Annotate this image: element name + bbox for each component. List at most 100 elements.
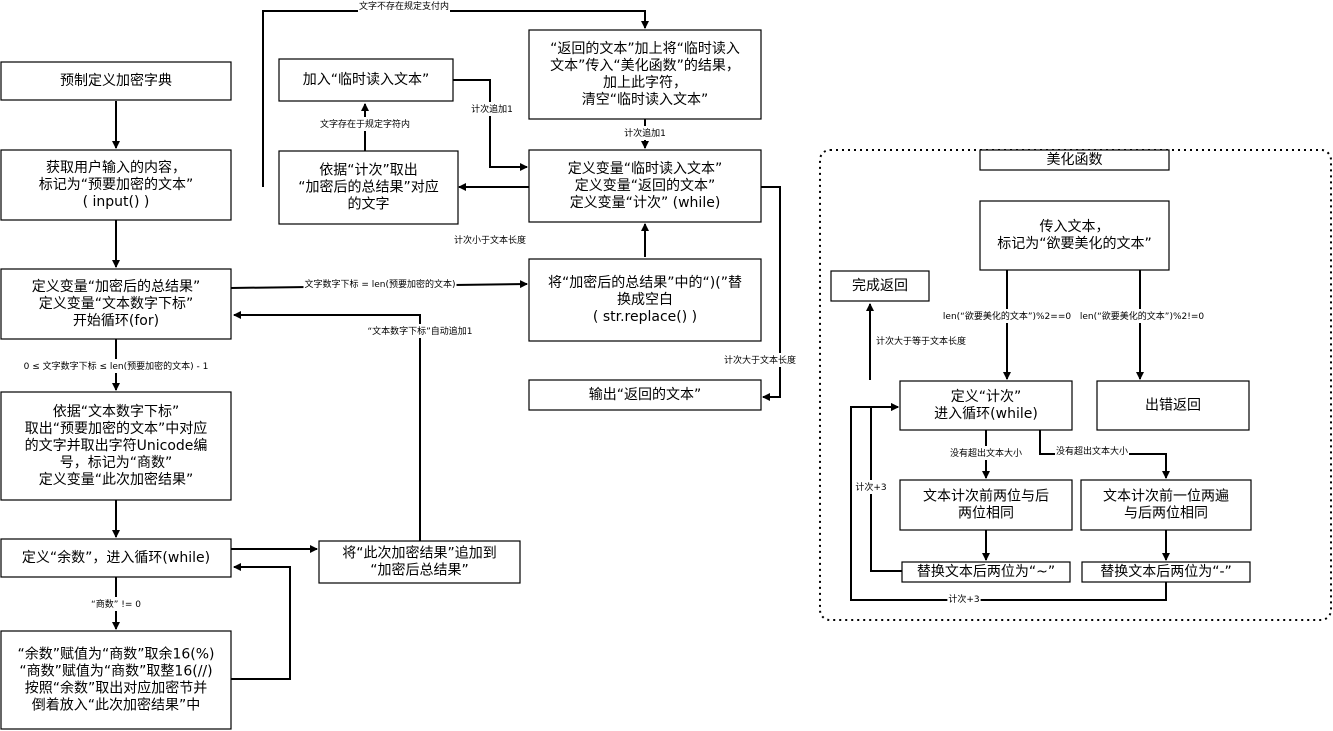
edge-label-text: 没有超出文本大小 [950,447,1022,459]
edge-label-not-exceed-a: 没有超出文本大小 [948,446,1024,460]
edge-label-background [90,597,143,611]
node-box [0,391,232,501]
edge-decode-to-output [761,186,781,401]
edge-label-text: 计次+3 [948,593,979,605]
edge-label-text: 计次追加1 [471,103,513,115]
node-text-line: ( str.replace() ) [593,309,697,325]
edge-label-text: “文本数字下标”自动追加1 [367,325,472,337]
edge-label-text: 计次大于文本长度 [724,354,796,366]
node-text-line: 定义变量“临时读入文本” [568,160,723,177]
node-box [901,561,1071,583]
edge-label-background [452,233,528,247]
edge-label-text: 计次大于等于文本长度 [876,335,966,347]
node-box [278,58,454,102]
node-text-line: 美化函数 [1047,152,1103,168]
edge-label-background [366,324,474,338]
node-text-line: 传入文本， [1040,219,1110,235]
edge-label-count-plus3-a: 计次+3 [854,480,888,494]
edge-mod-loop-back [231,563,291,680]
edge-label-text: len(“欲要美化的文本”)%2==0 [943,310,1071,322]
edge-label-count-less-len: 计次小于文本长度 [452,233,528,247]
node-box [0,538,232,578]
node-box [0,61,232,101]
edge-label-background [357,0,451,13]
edge-label-count-ge-len: 计次大于等于文本长度 [874,334,968,348]
node-text-line: “余数”赋值为“商数”取余16(%) [17,646,214,663]
edge-label-background [623,126,667,140]
node-replace-dash: 替换文本后两位为“-” [1081,561,1251,583]
edge-label-count-plus3-b: 计次+3 [947,592,981,606]
node-text-line: 标记为“预要加密的文本” [39,176,194,193]
edge-label-background [874,334,968,348]
node-box [528,149,762,223]
edge-label-text: len(“欲要美化的文本”)%2!=0 [1080,310,1205,322]
edge-label-background [722,353,798,367]
edge-label-index-autoincrement: “文本数字下标”自动追加1 [366,324,474,338]
node-text-line: 的文字并取出字符Unicode编 [25,438,208,454]
node-remainder-loop: 定义“余数”，进入循环(while) [0,538,232,578]
edge-label-char-in-range: 文字存在于规定字符内 [318,117,412,131]
node-box [278,150,459,225]
node-text-line: 的文字 [348,197,390,213]
node-box [528,258,762,342]
node-text-line: 替换文本后两位为“~” [917,563,1055,580]
node-box [528,29,762,120]
edge-label-text: 文字数字下标 = len(预要加密的文本) [304,278,455,290]
node-append-result: 将“此次加密结果”追加到“加密后总结果” [318,540,521,584]
node-box [0,268,232,340]
edge-dash-loop-back [850,403,1167,601]
node-text-line: “加密后总结果” [370,562,469,579]
edge-label-background [22,359,210,373]
node-box [0,149,232,221]
node-init-vars: 定义变量“加密后的总结果”定义变量“文本数字下标”开始循环(for) [0,268,232,340]
edge-append-to-loop [233,311,421,541]
edge-label-text: “商数” != 0 [91,598,141,610]
node-box [0,630,232,730]
edge-label-text: 0 ≤ 文字数字下标 ≤ len(预要加密的文本) - 1 [24,360,209,372]
node-text-line: 文本计次前两位与后 [923,488,1049,505]
node-box [1080,479,1252,531]
node-text-line: 开始循环(for) [73,313,159,329]
edge-add-to-decode [453,79,528,171]
node-mod-divide: “余数”赋值为“商数”取余16(%)“商数”赋值为“商数”取整16(//)按照“… [0,630,232,730]
node-text-line: 定义“计次” [951,389,1022,405]
edge-label-text: 计次+3 [855,481,886,493]
node-text-line: 取出“预要加密的文本”中对应 [25,420,208,437]
node-box [979,200,1170,271]
node-text-line: 定义变量“返回的文本” [575,178,716,194]
node-box [1081,561,1251,583]
node-text-line: 出错返回 [1145,398,1201,414]
node-box [899,380,1073,431]
edge-label-len-odd: len(“欲要美化的文本”)%2!=0 [1078,309,1206,323]
node-text-line: 定义“余数”，进入循环(while) [22,549,210,566]
edge-label-text: 文字不存在规定支付内 [359,0,449,12]
node-text-line: 将“加密后的总结果”中的“)(”替 [548,274,742,291]
edge-label-background [941,309,1073,323]
edge-label-background [318,117,412,131]
edge-label-text: 计次追加1 [624,127,666,139]
node-beautify-input: 传入文本，标记为“欲要美化的文本” [979,200,1170,271]
node-text-line: 获取用户输入的内容， [46,159,186,176]
node-text-line: 定义变量“加密后的总结果” [32,278,201,295]
node-preset-dict: 预制定义加密字典 [0,61,232,101]
node-text-line: 将“此次加密结果”追加到 [342,545,497,562]
node-text-line: 倒着放入“此次加密结果”中 [32,697,201,714]
edge-label-background [1078,309,1206,323]
node-text-line: 预制定义加密字典 [60,72,172,89]
node-text-line: 换成空白 [617,291,673,308]
node-text-line: 进入循环(while) [934,406,1038,422]
node-text-line: 文本”传入“美化函数”的结果， [550,58,740,74]
node-count-loop: 定义“计次”进入循环(while) [899,380,1073,431]
node-text-line: 与后两位相同 [1124,506,1208,522]
edge-label-text: 文字存在于规定字符内 [320,118,410,130]
edge-label-len-even: len(“欲要美化的文本”)%2==0 [941,309,1073,323]
node-text-line: “加密后的总结果”对应 [298,179,439,196]
node-text-line: “返回的文本”加上将“临时读入 [550,40,740,57]
edge-label-background [470,102,514,116]
edge-label-background [854,480,888,494]
